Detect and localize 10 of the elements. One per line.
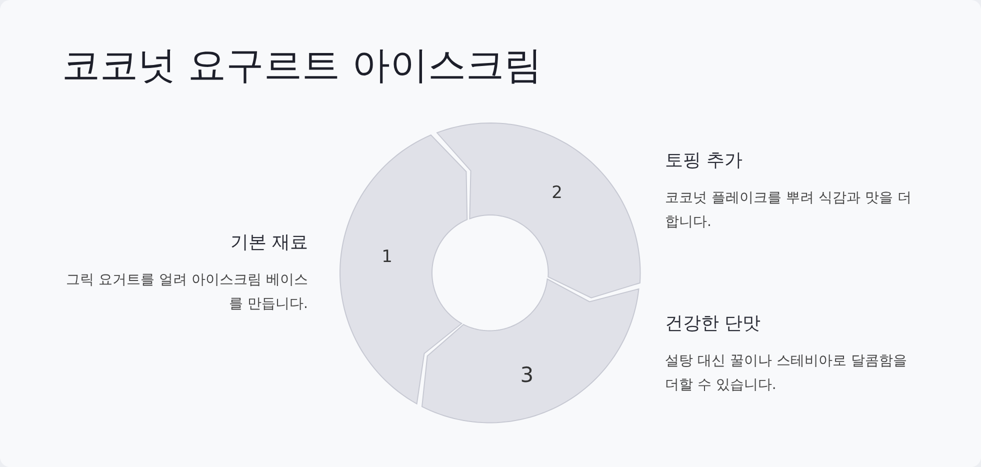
step-description: 그릭 요거트를 얼려 아이스크림 베이스를 만듭니다. (65, 271, 308, 314)
step-number: 3 (520, 362, 534, 387)
step-description: 설탕 대신 꿀이나 스테비아로 달콤함을 더할 수 있습니다. (665, 352, 908, 395)
step-heading: 건강한 단맛 (665, 312, 762, 335)
step-heading: 토핑 추가 (665, 149, 744, 172)
step-number: 1 (382, 246, 392, 267)
step-number: 2 (552, 182, 562, 203)
title: 코코넛 요구르트 아이스크림 (62, 42, 542, 89)
step-description: 코코넛 플레이크를 뿌려 식감과 맛을 더합니다. (665, 189, 912, 232)
step-heading: 기본 재료 (229, 231, 308, 254)
